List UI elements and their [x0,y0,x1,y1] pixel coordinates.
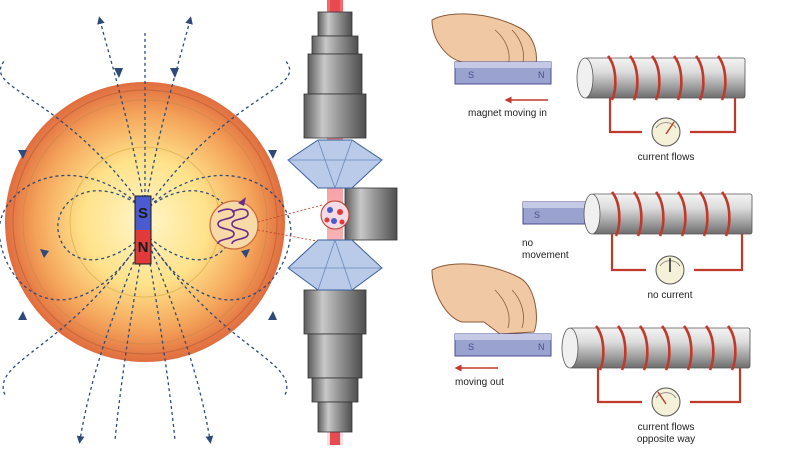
solenoid-2 [583,191,753,237]
galvanometer-icon [651,117,681,147]
side-port [344,187,398,241]
label-current-flows: current flows [638,152,695,163]
wire-2 [610,234,744,272]
coil-turn [682,325,693,371]
galvanometer-icon-2 [655,255,685,285]
sample-chamber [320,200,350,230]
coil-turn [628,55,639,101]
magnet-letter-s: S [468,70,474,80]
magnet-pole-s [135,196,151,230]
magnet-pole-n [135,230,151,264]
coil-turn [638,325,649,371]
coil-turn [694,55,705,101]
coil-turn [660,325,671,371]
diamond-anvil-top [287,139,383,190]
panel-no-movement: S no movement no current [522,191,753,301]
coil-turn [616,325,627,371]
label-magnet-moving-in: magnet moving in [468,108,547,119]
field-arrows [18,68,277,320]
label-movement: movement [522,250,569,261]
coil-turn [698,191,709,237]
magnet-letter-n: N [538,70,545,80]
magnet-letter-s-3: S [468,342,474,352]
galvanometer-icon-3 [651,387,681,417]
label-current-flows-3: current flows [638,422,695,433]
label-no: no [522,238,534,249]
coil-turn [726,325,737,371]
solenoid-3 [561,325,751,371]
panel-moving-out: S N moving out current flows opposite wa… [431,263,751,445]
coil-turn [650,55,661,101]
coil-turn [606,55,617,101]
coil-turn [704,325,715,371]
coil-turn [676,191,687,237]
right-diagram: S N magnet moving in current flows [431,13,753,445]
coil-turn [720,191,731,237]
wire-1 [608,98,737,134]
label-moving-out: moving out [455,377,504,388]
coil-icon [209,197,259,250]
bar-magnet-2: S [522,201,604,225]
diamond-anvil-bottom [287,238,383,291]
coil-turn [610,191,621,237]
coil-turn [594,325,605,371]
label-no-current: no current [647,290,692,301]
pole-label-s: S [138,205,148,222]
magnet-letter-s-2: S [534,210,540,220]
solenoid-1 [576,55,746,101]
bar-magnet-3: S N [454,333,552,357]
zoom-lines [257,204,323,243]
coil-turn [654,191,665,237]
hand-icon-3 [431,263,537,335]
panel-magnet-moving-in: S N magnet moving in current flows [431,13,746,163]
wire-3 [596,368,742,404]
label-opposite-way: opposite way [637,434,695,445]
bar-magnet: S N [134,195,152,265]
left-diagram: S N [0,16,323,444]
hand-icon [431,13,537,73]
top-post [303,11,367,139]
coil-turn [672,55,683,101]
magnetic-field-lines [0,16,292,444]
bar-magnet-1: S N [454,61,552,85]
magnet-letter-n-3: N [538,342,545,352]
bottom-post [303,289,367,433]
center-apparatus [287,0,398,445]
coil-turn [716,55,727,101]
pole-label-n: N [138,239,149,256]
coil-turn [632,191,643,237]
